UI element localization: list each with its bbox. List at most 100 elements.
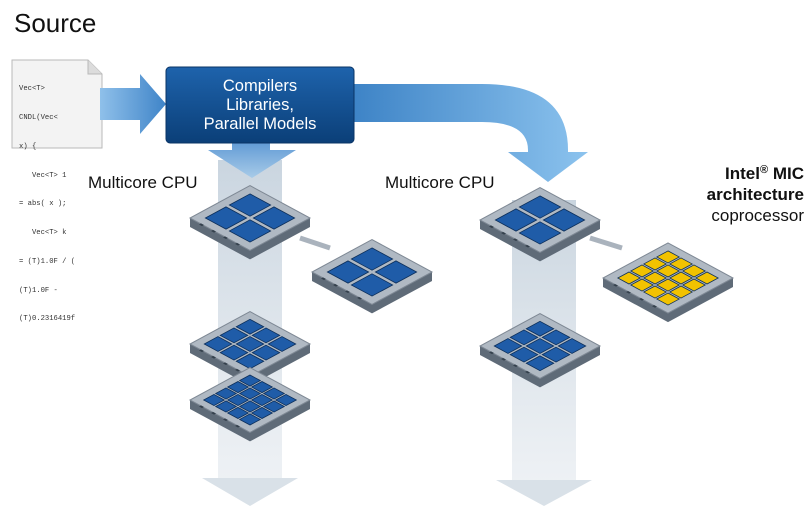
chip-pin [357, 296, 362, 300]
code-line: Vec<T> [19, 85, 45, 94]
core [642, 271, 668, 285]
core [214, 400, 238, 413]
core [250, 381, 274, 394]
chip-pin [199, 405, 204, 409]
core [374, 260, 418, 284]
mic-architecture: architecture [706, 185, 804, 204]
core [494, 208, 538, 232]
mic-coprocessor-chip [601, 242, 735, 323]
core [238, 400, 262, 413]
chip-board-edge [190, 218, 310, 260]
chip-pin [613, 283, 618, 287]
left-chip-top [188, 185, 312, 260]
chip-board-edge [480, 220, 600, 262]
core [326, 260, 370, 284]
core [238, 374, 262, 387]
source-title: Source [14, 8, 97, 38]
right-multicore-label: Multicore CPU [385, 173, 495, 192]
core [251, 327, 281, 344]
chip-board [601, 242, 735, 314]
core [509, 329, 539, 346]
core [262, 387, 286, 400]
down-arrow [208, 140, 296, 178]
chip-pin [211, 355, 216, 359]
core [214, 387, 238, 400]
core [250, 393, 274, 407]
core [235, 318, 265, 335]
chip-pin [513, 364, 518, 368]
core [219, 327, 249, 344]
code-line: (T)0.2316419f [19, 315, 76, 324]
core [204, 206, 248, 230]
chip-pin [223, 418, 228, 422]
chip-pin [199, 223, 204, 227]
core [518, 195, 562, 219]
core [655, 250, 681, 264]
chip-board [478, 187, 602, 253]
core [681, 278, 707, 292]
chip-pin [626, 290, 631, 294]
core [228, 219, 272, 243]
left-chip-right [310, 239, 434, 314]
left-multicore-label: Multicore CPU [88, 173, 198, 192]
core [238, 413, 262, 426]
core [668, 257, 694, 271]
code-line: = (T)1.0F / ( [19, 257, 76, 266]
core [251, 344, 281, 361]
code-line: Vec<T> k [19, 229, 67, 238]
chip-pin [639, 297, 644, 301]
code-line: x) { [19, 142, 37, 151]
mic-brand: Intel [725, 164, 760, 183]
mic-label: Intel® MIC architecture coprocessor [707, 160, 804, 226]
core [238, 387, 262, 400]
input-arrow [100, 74, 166, 134]
core [642, 285, 668, 299]
core [629, 278, 655, 292]
core [542, 208, 586, 232]
core [518, 221, 562, 245]
compilers-box-shape [165, 66, 355, 144]
core [629, 264, 655, 278]
mic-title: Intel® MIC [707, 160, 804, 184]
chip-connector [589, 235, 623, 251]
chip-pin [525, 370, 530, 374]
core [228, 193, 272, 217]
chip-pin [525, 244, 530, 248]
core [525, 338, 555, 354]
chip-pin [489, 351, 494, 355]
chip-pin [211, 411, 216, 415]
core [274, 393, 298, 407]
core [219, 344, 249, 361]
chip-board [188, 367, 312, 433]
core [493, 338, 523, 354]
core [681, 264, 707, 278]
code-line: (T)1.0F - [19, 286, 58, 295]
chip-pin [501, 231, 506, 235]
compilers-box: Compilers Libraries, Parallel Models [166, 67, 354, 143]
chip-pin [235, 242, 240, 246]
right-chip-lower [478, 313, 602, 388]
chip-pin [501, 357, 506, 361]
core [668, 285, 694, 299]
libraries-label: Libraries, [226, 95, 294, 114]
right-chip-top [478, 187, 602, 262]
chip-board-edge [480, 346, 600, 388]
left-chip-lower-2 [188, 367, 312, 442]
core [642, 257, 668, 271]
core [655, 278, 681, 292]
chip-pin [211, 229, 216, 233]
mic-coprocessor: coprocessor [711, 206, 804, 225]
core [250, 406, 274, 419]
chip-pin [321, 277, 326, 281]
source-code-text: Vec<T> CNDL(Vec< x) { Vec<T> 1 = abs( x … [19, 66, 75, 344]
core [350, 273, 394, 297]
chip-board [188, 185, 312, 251]
core [262, 400, 286, 413]
core [226, 393, 250, 407]
core [203, 336, 233, 352]
chip-pin [235, 424, 240, 428]
core [235, 336, 265, 352]
chip-pin [223, 236, 228, 240]
core [541, 329, 571, 346]
